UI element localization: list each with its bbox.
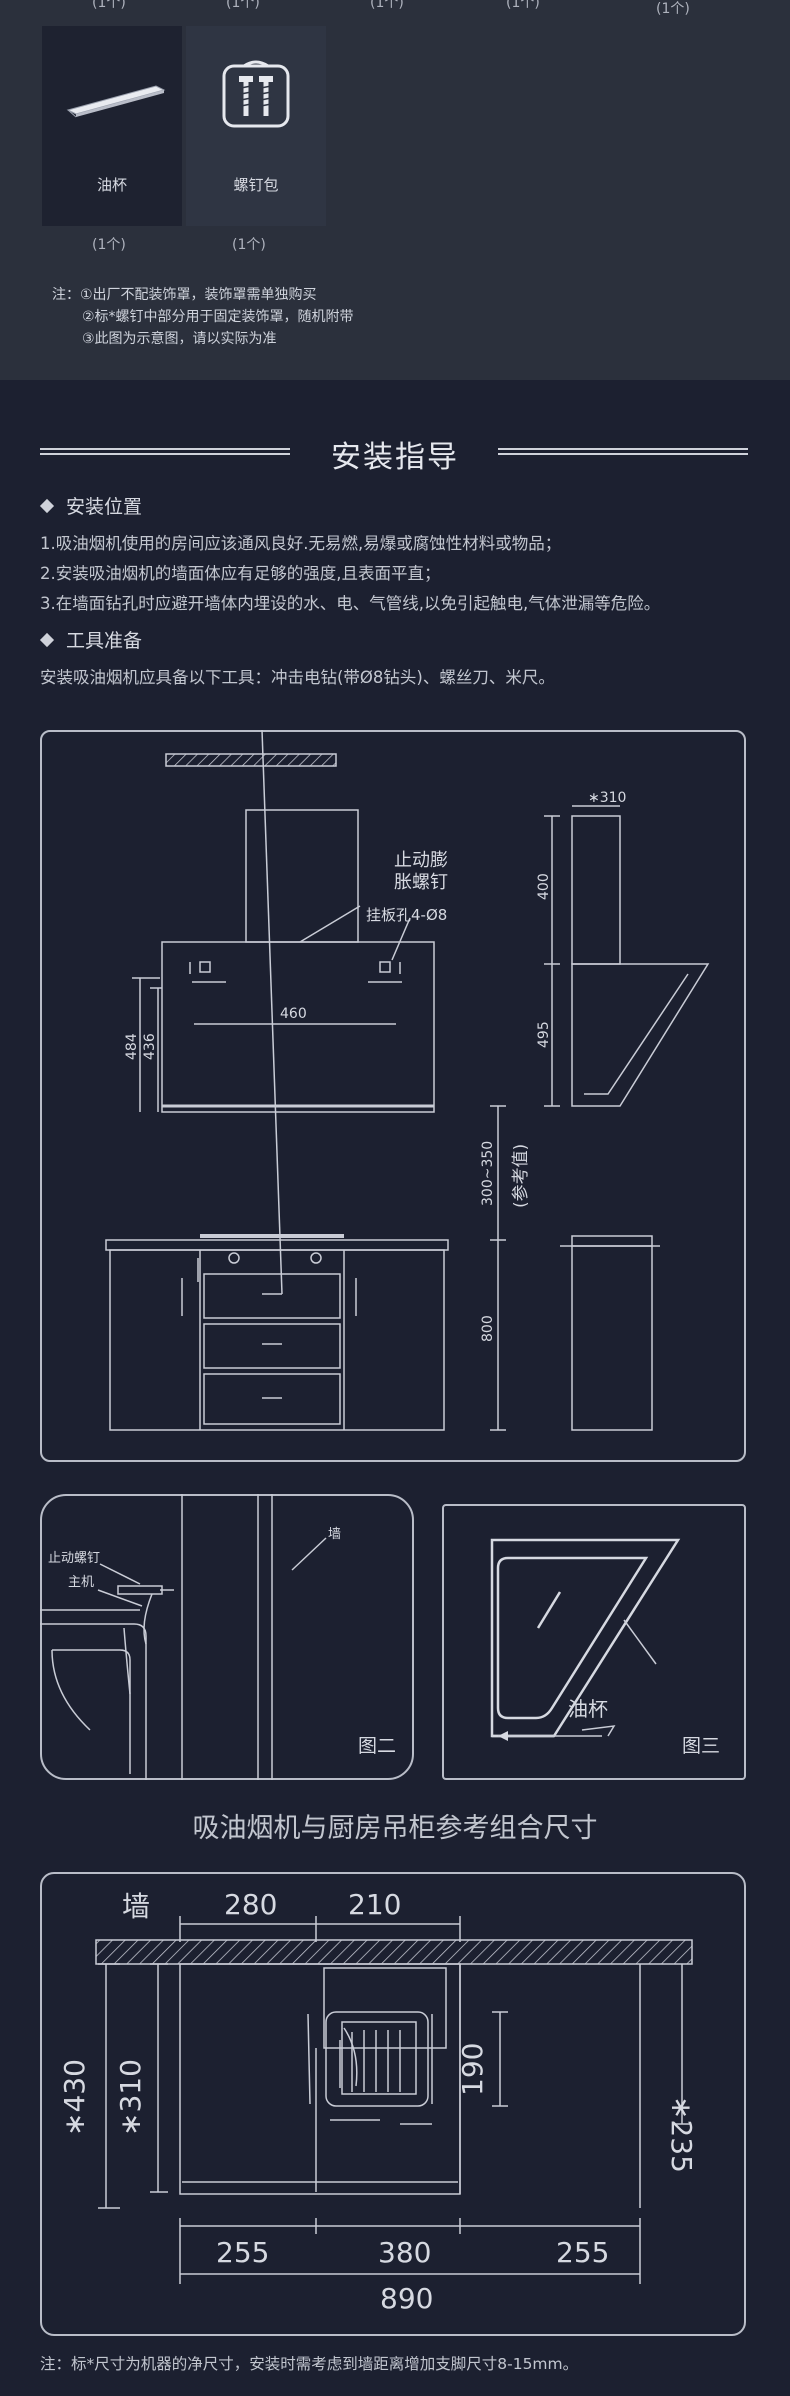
diamond-bullet-icon bbox=[39, 498, 55, 514]
label-stop-screw: 止动螺钉 bbox=[48, 1551, 100, 1566]
accessory-qty: (1个) bbox=[656, 1, 690, 17]
accessory-tile-oil-cup: 油杯 bbox=[42, 26, 182, 226]
installation-diagram: 止动膨 胀螺钉 挂板孔4-Ø8 460 484 436 ∗310 400 495… bbox=[105, 730, 710, 1431]
accessory-note: ②标*螺钉中部分用于固定装饰罩，随机附带 bbox=[82, 309, 354, 325]
reference-value-label: (参考值) bbox=[511, 1144, 531, 1208]
dim-890: 890 bbox=[380, 2282, 433, 2315]
label-mount-hole: 挂板孔4-Ø8 bbox=[366, 906, 447, 924]
dim-310: ∗310 bbox=[588, 790, 626, 806]
dim-460: 460 bbox=[280, 1006, 307, 1022]
dim-300-350: 300~350 bbox=[480, 1141, 496, 1206]
screw-pack-icon bbox=[222, 60, 290, 128]
label-main-unit: 主机 bbox=[68, 1575, 94, 1590]
section-title: 安装指导 bbox=[331, 440, 459, 475]
label-expansion-screw-1: 止动膨 bbox=[394, 850, 448, 871]
cabinet-title: 吸油烟机与厨房吊柜参考组合尺寸 bbox=[192, 1813, 598, 1844]
figure-three-caption: 图三 bbox=[682, 1735, 720, 1757]
dim-436: 436 bbox=[142, 1033, 158, 1060]
dim-800: 800 bbox=[480, 1315, 496, 1342]
position-item: 3.在墙面钻孔时应避开墙体内埋设的水、电、气管线,以免引起触电,气体泄漏等危险。 bbox=[40, 594, 661, 613]
tools-heading: 工具准备 bbox=[39, 626, 142, 653]
tools-text: 安装吸油烟机应具备以下工具：冲击电钻(带Ø8钻头)、螺丝刀、米尺。 bbox=[40, 668, 555, 687]
dim-190: 190 bbox=[456, 2043, 489, 2096]
accessory-name: 螺钉包 bbox=[233, 176, 279, 194]
position-item: 2.安装吸油烟机的墙面体应有足够的强度,且表面平直； bbox=[40, 564, 441, 583]
accessory-note: 注：①出厂不配装饰罩，装饰罩需单独购买 bbox=[52, 287, 317, 303]
oil-cup-icon bbox=[66, 85, 166, 118]
accessory-qty: (1个) bbox=[92, 237, 126, 253]
dim-380: 380 bbox=[378, 2236, 431, 2269]
dim-210: 210 bbox=[348, 1888, 401, 1921]
label-oil-cup: 油杯 bbox=[568, 1697, 608, 1721]
accessory-qty: (1个) bbox=[370, 0, 404, 11]
title-rule-left bbox=[40, 448, 290, 455]
wall-label: 墙 bbox=[122, 1890, 150, 1923]
accessory-qty: (1个) bbox=[92, 0, 126, 11]
accessories-section: (1个) (1个) (1个) (1个) (1个) 油杯 螺钉包 (1个) (1个… bbox=[0, 0, 790, 380]
dim-255-right: 255 bbox=[556, 2236, 609, 2269]
figure-two-panel bbox=[40, 1494, 414, 1780]
label-wall: 墙 bbox=[328, 1527, 341, 1542]
dim-495: 495 bbox=[536, 1021, 552, 1048]
position-item: 1.吸油烟机使用的房间应该通风良好.无易燃,易爆或腐蚀性材料或物品； bbox=[40, 534, 562, 553]
accessory-name: 油杯 bbox=[96, 176, 127, 194]
figure-three-panel bbox=[442, 1504, 746, 1780]
cabinet-dimension-panel bbox=[40, 1872, 746, 2336]
accessory-qty: (1个) bbox=[506, 0, 540, 11]
figure-two-diagram: 止动螺钉 主机 墙 图二 bbox=[40, 1494, 396, 1780]
dim-280: 280 bbox=[224, 1888, 277, 1921]
accessory-qty: (1个) bbox=[226, 0, 260, 11]
diamond-bullet-icon bbox=[39, 632, 55, 648]
label-expansion-screw-2: 胀螺钉 bbox=[394, 872, 448, 893]
dim-235: ∗235 bbox=[665, 2096, 698, 2173]
dim-484: 484 bbox=[124, 1033, 140, 1060]
figure-three-diagram: 油杯 图三 bbox=[490, 1538, 720, 1757]
dim-400: 400 bbox=[536, 873, 552, 900]
figure-two-caption: 图二 bbox=[358, 1735, 396, 1757]
dim-430: ∗430 bbox=[58, 2059, 91, 2136]
position-heading: 安装位置 bbox=[39, 492, 142, 519]
title-rule-right bbox=[498, 448, 748, 455]
accessory-qty: (1个) bbox=[232, 237, 266, 253]
dim-255-left: 255 bbox=[216, 2236, 269, 2269]
installation-diagram-panel bbox=[40, 730, 746, 1462]
cabinet-dimension-diagram: 墙 280 210 ∗430 ∗310 190 ∗235 255 380 255… bbox=[58, 1888, 698, 2315]
dim-310: ∗310 bbox=[114, 2059, 147, 2136]
accessory-tile-screw-pack: 螺钉包 bbox=[186, 26, 326, 226]
cabinet-note: 注：标*尺寸为机器的净尺寸，安装时需考虑到墙距离增加支脚尺寸8-15mm。 bbox=[40, 2355, 579, 2373]
accessory-note: ③此图为示意图，请以实际为准 bbox=[82, 331, 277, 347]
